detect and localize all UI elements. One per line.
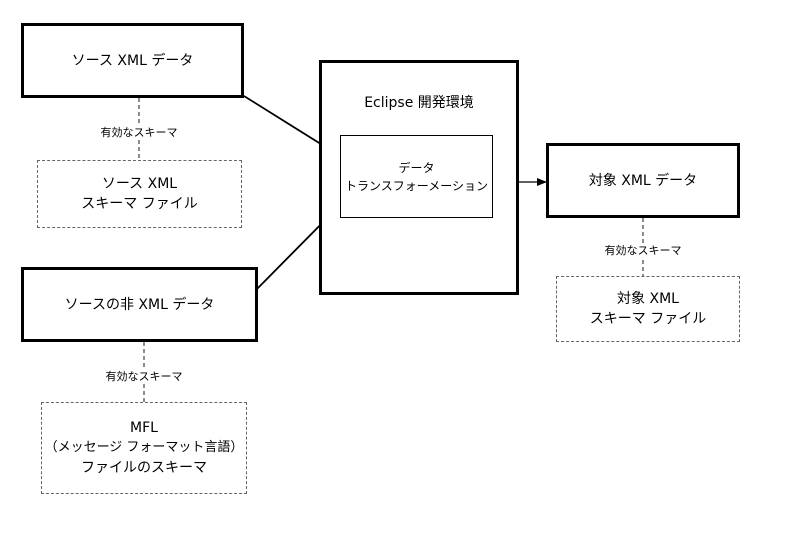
- source-nonxml-data-label: ソースの非 XML データ: [64, 296, 215, 313]
- source-schema-line-1: ソース XML: [101, 176, 178, 192]
- source-schema-file-box: ソース XML スキーマ ファイル: [37, 160, 242, 228]
- source-nonxml-data-box: ソースの非 XML データ: [21, 267, 258, 342]
- target-schema-file-box: 対象 XML スキーマ ファイル: [556, 276, 740, 342]
- mfl-line-1: MFL: [130, 420, 158, 436]
- data-transformation-box: データ トランスフォーメーション: [340, 135, 493, 218]
- target-schema-line-2: スキーマ ファイル: [589, 311, 707, 327]
- target-xml-data-label: 対象 XML データ: [588, 172, 698, 189]
- source-xml-data-box: ソース XML データ: [21, 23, 244, 98]
- eclipse-environment-label: Eclipse 開発環境: [364, 95, 474, 111]
- transformation-line-1: データ: [398, 160, 435, 175]
- source-xml-data-label: ソース XML データ: [71, 52, 194, 69]
- valid-schema-label-target: 有効なスキーマ: [604, 244, 682, 258]
- mfl-line-2: （メッセージ フォーマット言語）: [44, 440, 244, 455]
- mfl-line-3: ファイルのスキーマ: [81, 460, 207, 476]
- valid-schema-label-nonxml: 有効なスキーマ: [105, 370, 183, 384]
- mfl-schema-file-box: MFL （メッセージ フォーマット言語） ファイルのスキーマ: [41, 402, 247, 494]
- transformation-line-2: トランスフォーメーション: [344, 178, 489, 193]
- source-schema-line-2: スキーマ ファイル: [81, 196, 198, 212]
- target-schema-line-1: 対象 XML: [617, 291, 679, 307]
- target-xml-data-box: 対象 XML データ: [546, 143, 740, 218]
- valid-schema-label-source: 有効なスキーマ: [100, 126, 178, 140]
